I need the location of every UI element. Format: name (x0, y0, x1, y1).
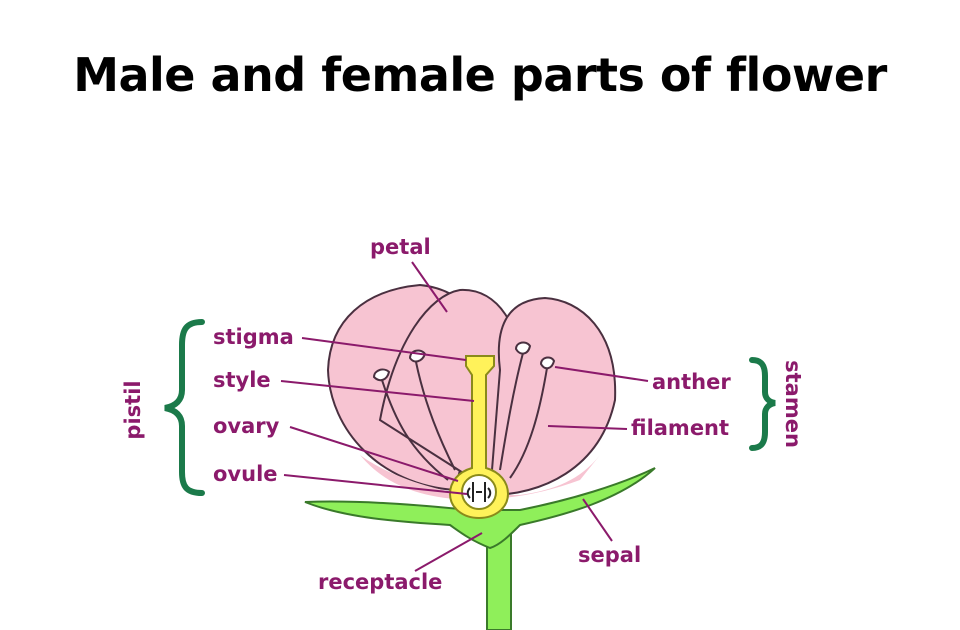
label-ovary: ovary (213, 414, 280, 438)
ovules (466, 482, 492, 502)
label-receptacle: receptacle (318, 570, 442, 594)
filaments (381, 352, 548, 481)
label-anther: anther (652, 370, 731, 394)
stamen-bracket (749, 357, 776, 451)
label-stigma: stigma (213, 325, 294, 349)
label-filament: filament (631, 416, 729, 440)
pistil-shape (448, 355, 510, 520)
label-ovule: ovule (213, 462, 278, 486)
label-stamen: stamen (781, 360, 805, 448)
label-petal: petal (370, 235, 431, 259)
pistil-bracket (164, 319, 205, 496)
petal-right (488, 296, 617, 497)
label-style: style (213, 368, 271, 392)
page-title: Male and female parts of flower (73, 48, 887, 102)
label-sepal: sepal (578, 543, 641, 567)
label-pistil: pistil (121, 380, 145, 439)
leader-lines (280, 261, 649, 572)
